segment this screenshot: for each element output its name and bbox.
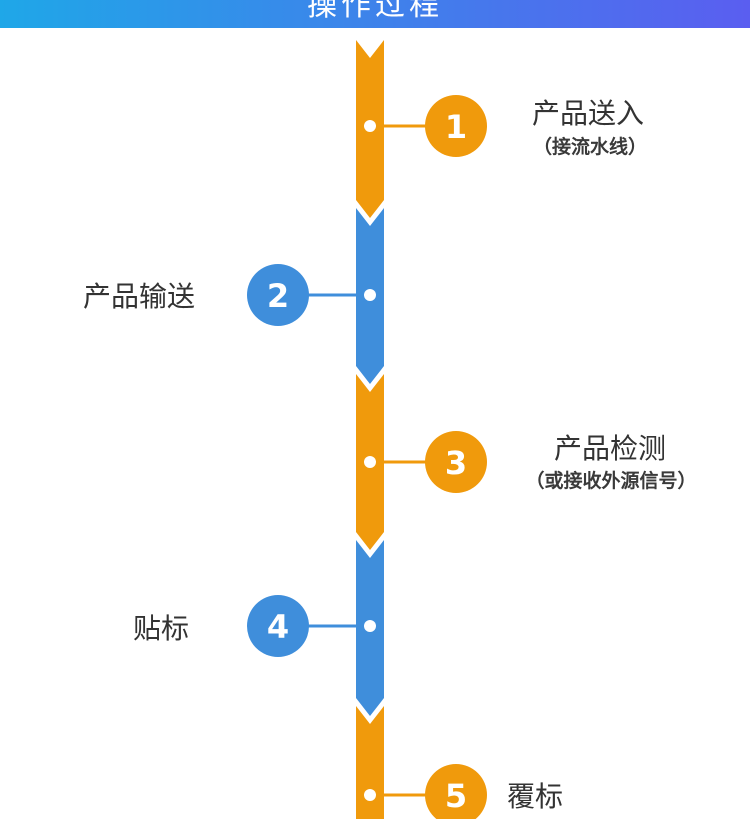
timeline-dot-2 (364, 289, 376, 301)
step-badge-1 (425, 95, 487, 157)
timeline-dot-4 (364, 620, 376, 632)
step-number-3: 3 (445, 444, 467, 482)
step-4-title: 贴标 (133, 612, 190, 645)
timeline-dot-5 (364, 789, 376, 801)
step-3-title: 产品检测 (553, 432, 667, 465)
step-number-1: 1 (445, 108, 467, 146)
header-title: 操作过程 (307, 0, 443, 23)
step-badge-2 (247, 264, 309, 326)
step-1-title: 产品送入 (531, 97, 645, 130)
step-2-title: 产品输送 (83, 280, 196, 313)
header-banner: 操作过程 (0, 0, 750, 28)
timeline-dot-3 (364, 456, 376, 468)
step-number-5: 5 (445, 777, 467, 815)
step-number-4: 4 (267, 608, 289, 646)
timeline-dot-1 (364, 120, 376, 132)
step-badge-4 (247, 595, 309, 657)
step-number-2: 2 (267, 277, 289, 315)
step-3-subtitle: （或接收外源信号） (525, 470, 697, 492)
timeline-segment-5 (356, 706, 384, 819)
step-badge-3 (425, 431, 487, 493)
step-5-title: 覆标 (507, 780, 564, 813)
step-badge-5 (425, 764, 487, 819)
step-1-subtitle: （接流水线） (532, 136, 648, 158)
